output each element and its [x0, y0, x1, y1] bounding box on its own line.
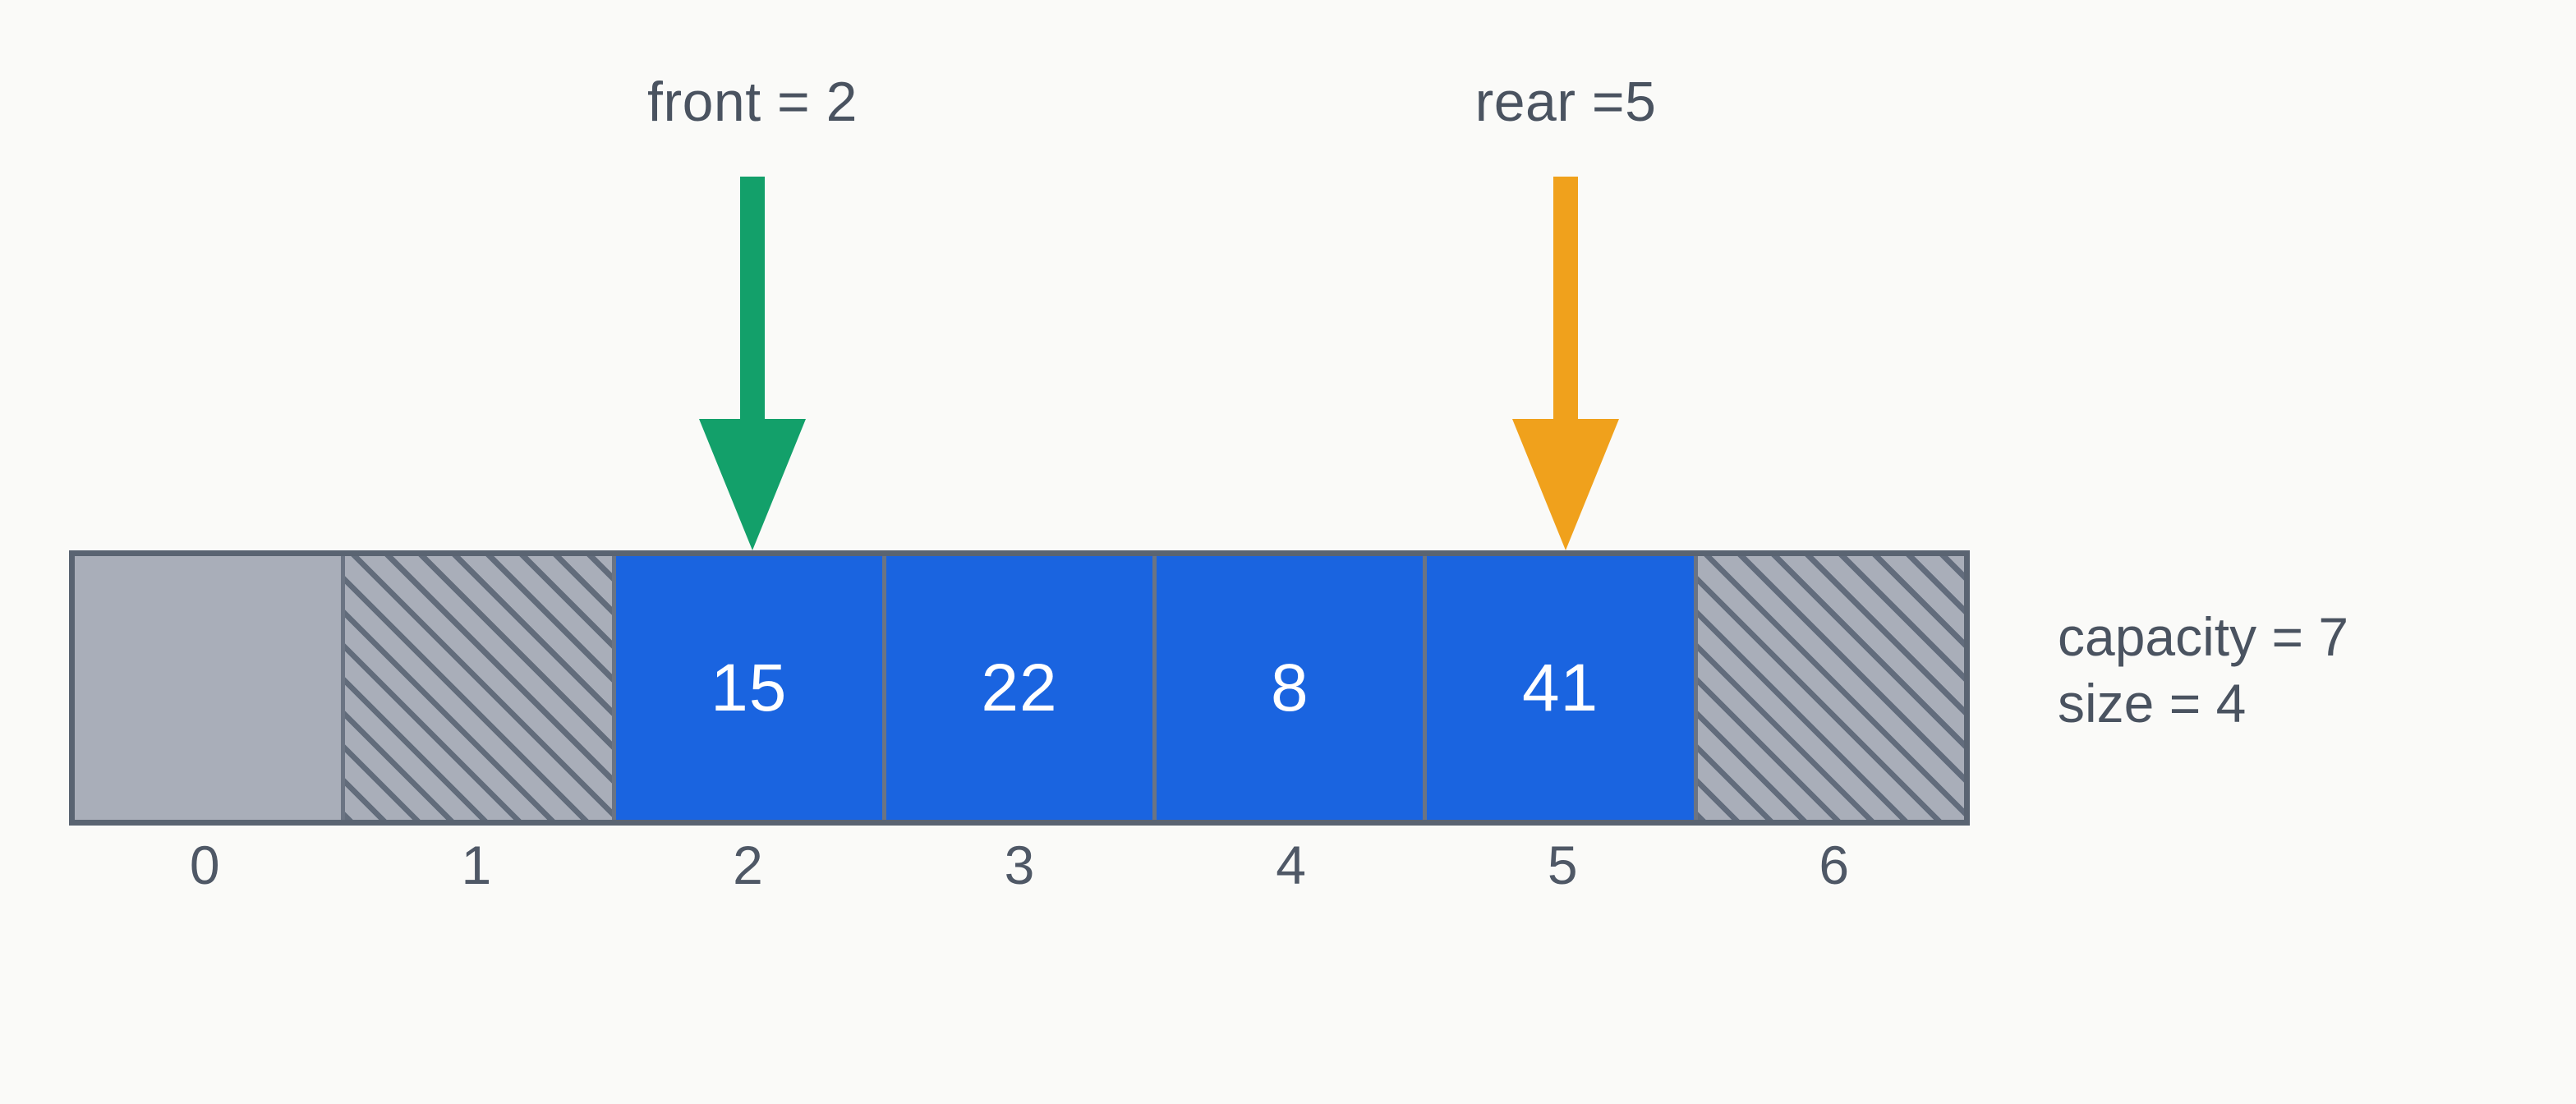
array-index-axis: 0 1 2 3 4 5 6	[69, 838, 1970, 920]
array-stats: capacity = 7 size = 4	[2058, 604, 2348, 736]
array-cell-value: 41	[1521, 650, 1599, 725]
array-cell-value: 8	[1270, 650, 1309, 725]
index-label-1: 1	[461, 835, 492, 895]
array-cell-value: 22	[981, 650, 1058, 725]
array-cell-4[interactable]: 8	[1157, 556, 1428, 820]
index-label-6: 6	[1819, 835, 1850, 895]
index-label-2: 2	[733, 835, 763, 895]
size-label: size = 4	[2058, 672, 2247, 734]
array-cell-value: 15	[711, 650, 788, 725]
index-label-0: 0	[189, 835, 220, 895]
index-label-4: 4	[1276, 835, 1306, 895]
front-arrow-down-icon	[699, 177, 806, 550]
index-label-5: 5	[1547, 835, 1578, 895]
rear-pointer-label: rear =5	[1474, 71, 1657, 133]
index-label-3: 3	[1004, 835, 1035, 895]
array-cell-6[interactable]	[1697, 556, 1964, 820]
front-pointer-label: front = 2	[647, 71, 858, 133]
queue-array: 15 22 8 41	[69, 550, 1970, 826]
capacity-label: capacity = 7	[2058, 606, 2349, 667]
array-cell-0[interactable]	[75, 556, 346, 820]
array-cell-3[interactable]: 22	[886, 556, 1157, 820]
array-cell-2[interactable]: 15	[615, 556, 886, 820]
rear-arrow-down-icon	[1512, 177, 1619, 550]
array-cell-5[interactable]: 41	[1427, 556, 1698, 820]
array-cell-1[interactable]	[345, 556, 616, 820]
